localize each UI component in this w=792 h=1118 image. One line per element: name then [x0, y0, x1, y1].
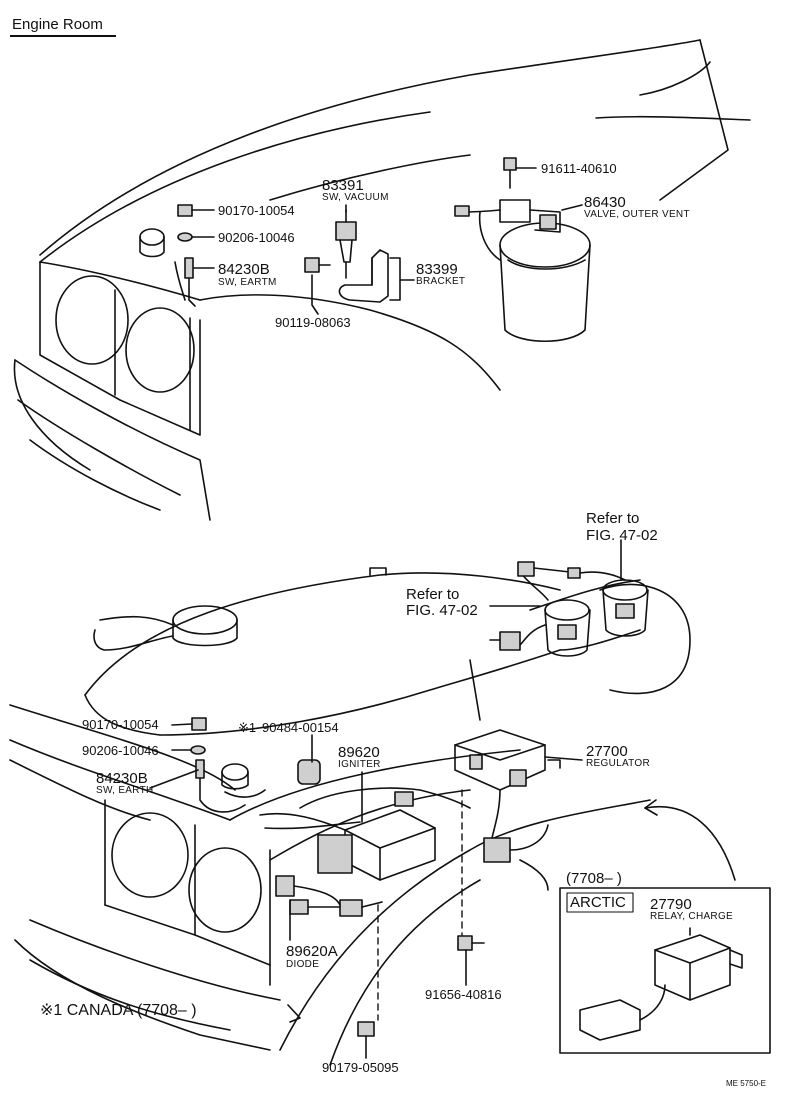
part-89620a-name: DIODE: [286, 959, 320, 970]
arctic-arrow: [644, 805, 736, 881]
part-89620a-number: 89620A: [286, 943, 338, 960]
part-27700-name: REGULATOR: [586, 758, 651, 769]
part-91656-number: 91656-40816: [425, 987, 502, 1002]
part-83399-number: 83399: [416, 261, 458, 278]
lower-bolt-drawing: [457, 935, 485, 951]
igniter-drawing: [259, 787, 471, 881]
canada-footnote: ※1 CANADA (7708– ): [40, 1002, 197, 1019]
ref-fig-lower-line1: Refer to: [406, 586, 460, 603]
top-nut-washer-drawing: [139, 204, 196, 307]
arctic-label: ARCTIC: [570, 894, 626, 911]
part-90206-top-number: 90206-10046: [218, 230, 295, 245]
part-84230b-bottom-number: 84230B: [96, 770, 148, 787]
vacuum-switch-drawing: [335, 209, 357, 279]
part-86430-number: 86430: [584, 194, 626, 211]
ref-fig-lower-line2: FIG. 47-02: [406, 602, 478, 619]
part-90119-number: 90119-08063: [275, 315, 351, 330]
part-90170-bottom-number: 90170-10054: [82, 717, 159, 732]
bracket-drawing: [304, 249, 389, 303]
lower-nut-washer-switch-drawing: [190, 717, 266, 813]
part-90179-number: 90179-05095: [322, 1060, 399, 1075]
ref-fig-upper-line1: Refer to: [586, 510, 640, 527]
leader-lines: [149, 167, 691, 1059]
outer-vent-valve-drawing: [454, 199, 591, 343]
part-84230b-bottom-name: SW, EARTH: [96, 785, 154, 796]
part-89620-name: IGNITER: [338, 759, 381, 770]
bottom-nut-drawing: [357, 1021, 375, 1037]
page-title: Engine Room: [12, 16, 103, 33]
top-bolt-drawing: [503, 157, 517, 189]
part-83391-number: 83391: [322, 177, 364, 194]
part-84230b-top-number: 84230B: [218, 261, 270, 278]
fig-47-02-valves-drawing: [489, 561, 649, 657]
part-27790-name: RELAY, CHARGE: [650, 911, 734, 922]
arctic-box-frame: [559, 887, 771, 1054]
part-90170-top-number: 90170-10054: [218, 203, 295, 218]
grommet-drawing: [297, 751, 321, 785]
ref-fig-upper-line2: FIG. 47-02: [586, 527, 658, 544]
part-84230b-top-name: SW, EARTM: [218, 277, 277, 288]
part-91611-number: 91611-40610: [541, 161, 617, 176]
part-83391-name: SW, VACUUM: [322, 192, 389, 203]
charge-relay-drawing: [579, 934, 743, 1041]
part-89620-number: 89620: [338, 744, 380, 761]
part-27790-number: 27790: [650, 896, 692, 913]
arctic-tag-frame: [566, 892, 634, 913]
diode-drawing: [275, 875, 383, 917]
part-86430-name: VALVE, OUTER VENT: [584, 209, 690, 220]
part-90206-bottom-number: 90206-10046: [82, 743, 159, 758]
arctic-arrowhead: [644, 799, 658, 816]
upper-vehicle-front: [13, 39, 751, 521]
part-90484-number: 90484-00154: [262, 720, 339, 735]
title-underline: [10, 35, 116, 37]
regulator-drawing: [454, 729, 549, 891]
part-83399-name: BRACKET: [416, 276, 466, 287]
part-90484-mark: ※1: [238, 720, 257, 735]
part-27700-number: 27700: [586, 743, 628, 760]
illustration-code: ME 5750-E: [726, 1079, 767, 1088]
arctic-date-range: (7708– ): [566, 870, 622, 887]
